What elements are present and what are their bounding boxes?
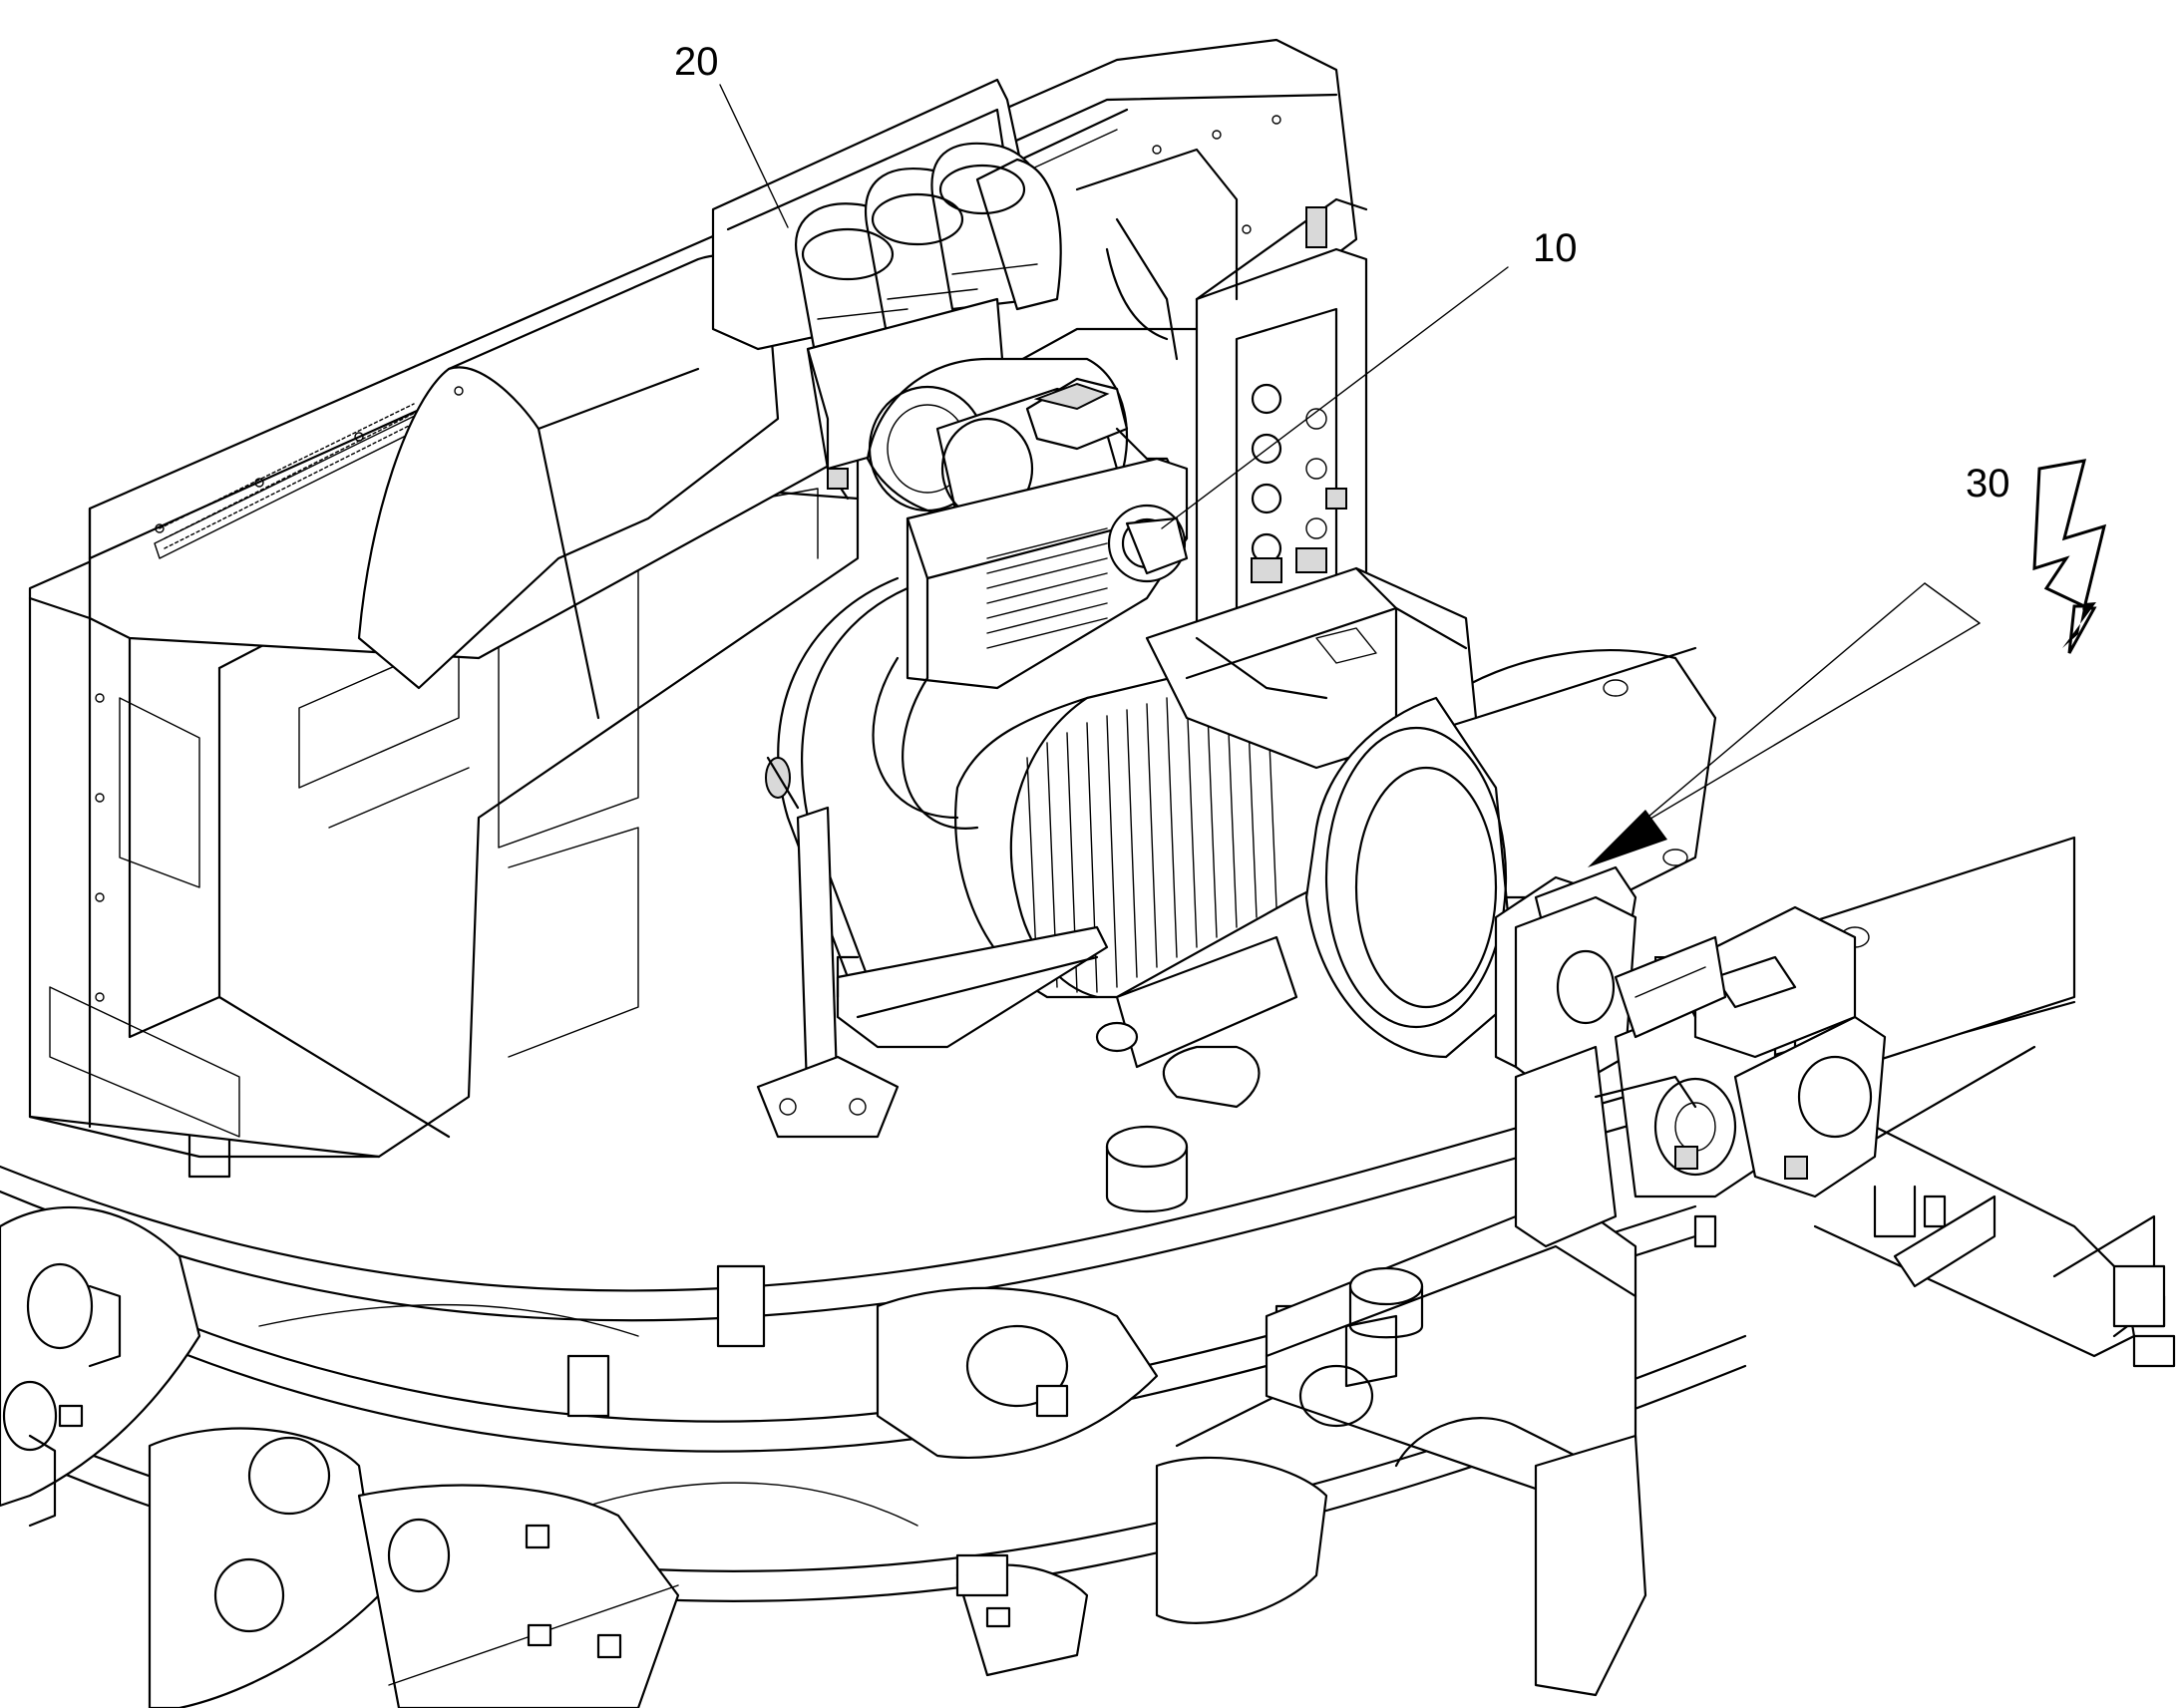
blower-assembly — [711, 78, 1179, 523]
leader-line-20 — [719, 84, 789, 228]
leader-line-30-lower — [1635, 622, 1981, 829]
lightning-bolt-icon — [2032, 459, 2107, 654]
label-power: 30 — [1966, 462, 2010, 506]
electric-motor — [756, 457, 1518, 1339]
callout-leaders — [719, 84, 1981, 867]
leader-line-30-upper — [1635, 582, 1926, 829]
hood-grille — [986, 527, 1108, 649]
hydraulic-pump-assembly — [1494, 865, 1917, 1248]
arrowhead-icon — [1588, 810, 1667, 867]
label-motor: 10 — [1533, 226, 1578, 270]
label-blower: 20 — [674, 40, 719, 84]
leader-line-10 — [1161, 266, 1509, 529]
rivet-row — [95, 115, 1281, 1002]
